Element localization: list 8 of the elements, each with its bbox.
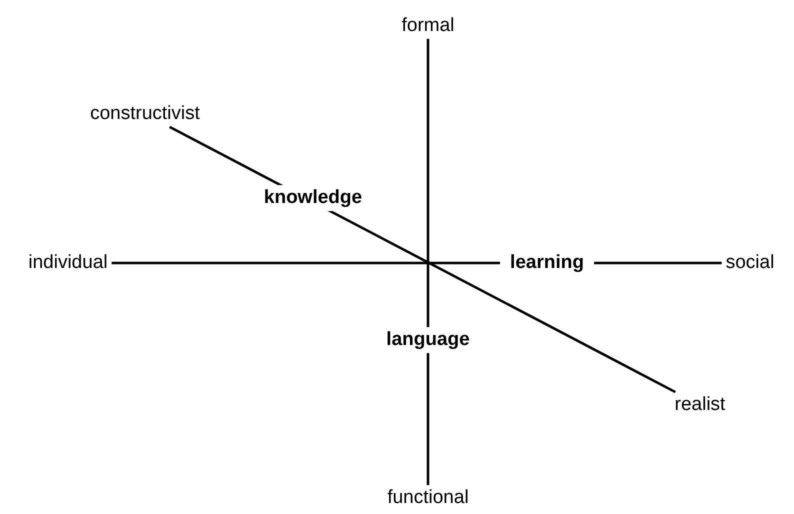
pole-label: functional: [387, 487, 469, 509]
pole-label: social: [726, 252, 774, 274]
pole-label: realist: [674, 394, 726, 416]
axis-line: [426, 38, 430, 486]
axis-line: [169, 126, 676, 394]
pole-label: individual: [28, 252, 108, 274]
pole-label: formal: [402, 15, 454, 37]
pole-label: constructivist: [90, 103, 200, 125]
